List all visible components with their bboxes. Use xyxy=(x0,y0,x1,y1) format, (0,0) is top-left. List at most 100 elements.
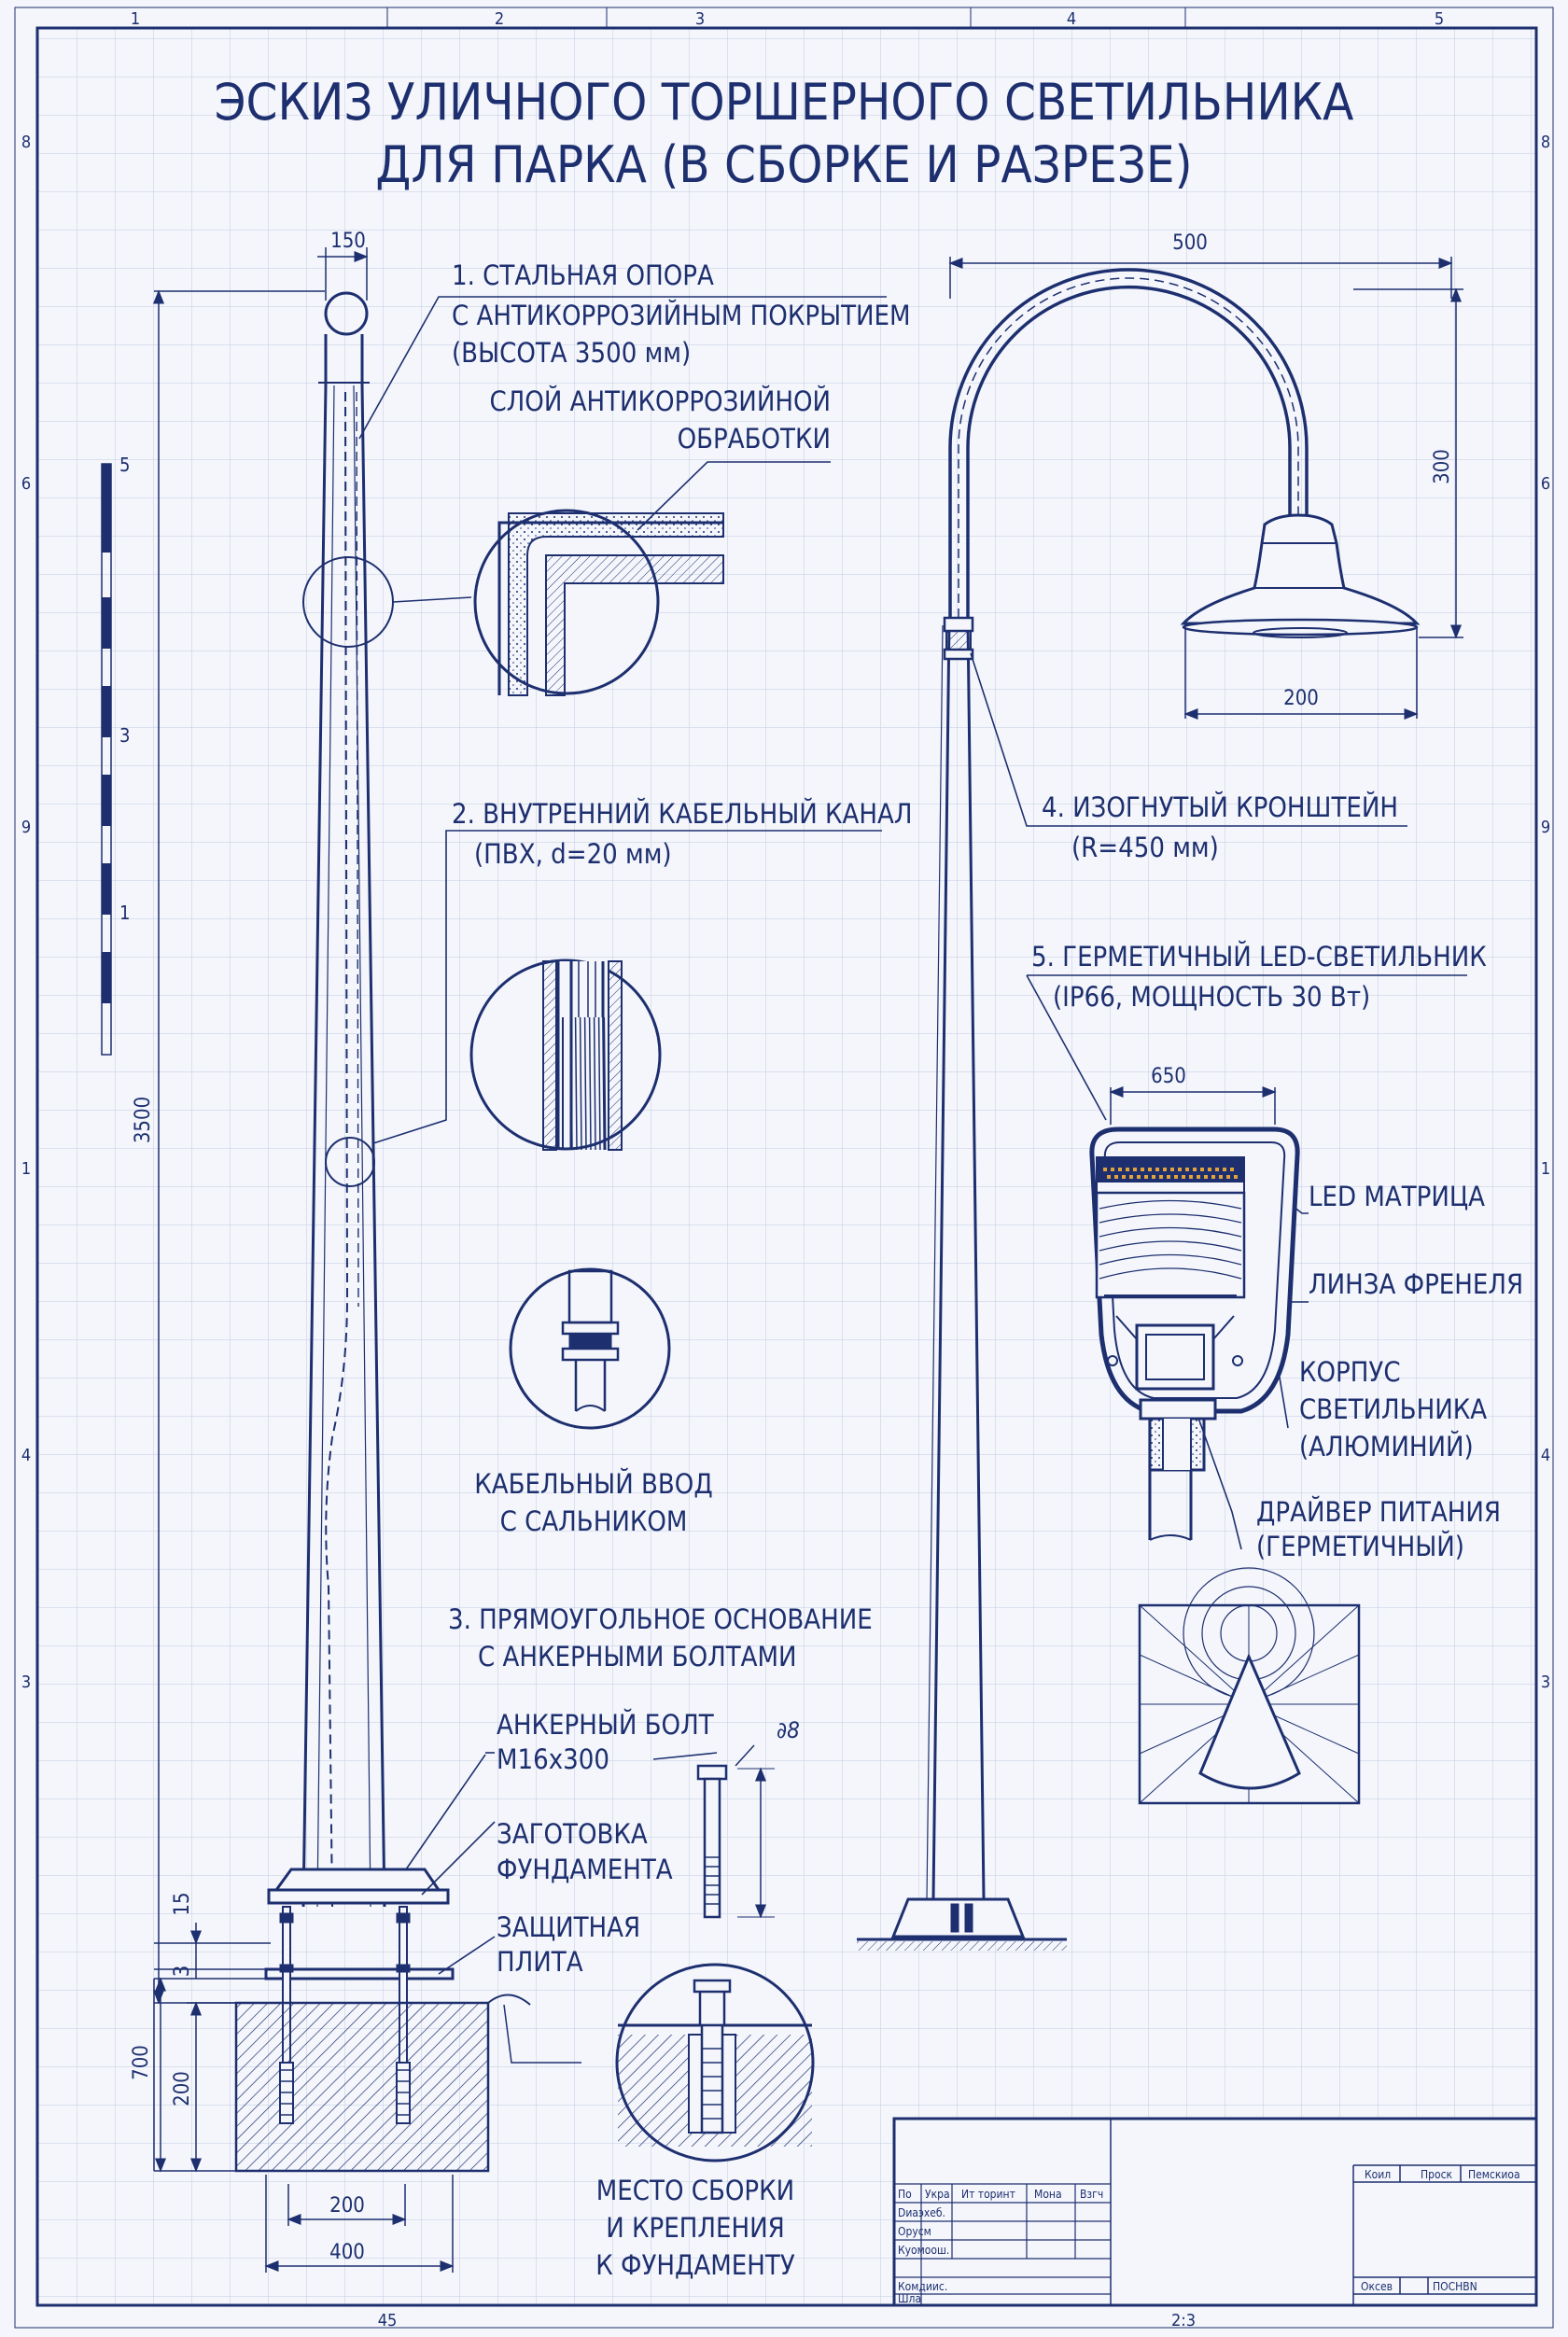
zone-top-5: 5 xyxy=(1435,9,1444,29)
callout-plate-line-2: ПЛИТА xyxy=(497,1946,583,1978)
dim-h700: 700 xyxy=(130,2045,153,2080)
dim-arm-drop: 300 xyxy=(1431,449,1454,484)
zone-right-2: 6 xyxy=(1541,474,1550,494)
callout-driver-line-2: (ГЕРМЕТИЧНЫЙ) xyxy=(1256,1531,1464,1562)
bottom-mark-1: 45 xyxy=(378,2311,398,2330)
callout-pole-line-3: (ВЫСОТА 3500 мм) xyxy=(452,337,691,369)
bracket-arm xyxy=(948,268,1309,618)
zone-left-6: 3 xyxy=(21,1672,31,1692)
title-line-2: ДЛЯ ПАРКА (В СБОРКЕ И РАЗРЕЗЕ) xyxy=(375,135,1192,194)
scale-mark-1: 1 xyxy=(119,902,130,924)
scale-mark-3: 3 xyxy=(119,724,130,747)
callout-body-line-1: КОРПУС xyxy=(1299,1356,1401,1388)
tb-row-4: Куомоош. xyxy=(898,2244,949,2257)
callout-assembly-line-1: МЕСТО СБОРКИ xyxy=(596,2175,794,2206)
tb-header-4: Взгч xyxy=(1080,2188,1103,2201)
zone-top-2: 2 xyxy=(495,9,504,29)
tb-row-3: Орусм xyxy=(898,2225,931,2238)
zone-top-1: 1 xyxy=(131,9,140,29)
callout-anchor-line-2: М16х300 xyxy=(497,1743,609,1775)
tb-right-header-1: Коил xyxy=(1365,2168,1391,2181)
zone-left-4: 1 xyxy=(21,1159,31,1179)
pole-section xyxy=(234,291,581,2173)
zone-left-5: 4 xyxy=(21,1446,31,1465)
tb-header-2: Ит торинт xyxy=(961,2188,1015,2201)
callout-base-line-1: 3. ПРЯМОУГОЛЬНОЕ ОСНОВАНИЕ xyxy=(448,1603,873,1635)
luminaire-section xyxy=(1089,1086,1300,1541)
callout-led: LED МАТРИЦА xyxy=(1309,1181,1485,1212)
dim-height: 3500 xyxy=(132,1097,155,1143)
callout-foundation-line-1: ЗАГОТОВКА xyxy=(497,1818,648,1850)
callout-driver-line-1: ДРАЙВЕР ПИТАНИЯ xyxy=(1256,1496,1501,1528)
dim-top-width: 150 xyxy=(330,230,366,253)
tb-header-3: Мона xyxy=(1034,2188,1062,2201)
zone-right-3: 9 xyxy=(1541,818,1550,837)
bottom-mark-2: 2:3 xyxy=(1171,2311,1196,2330)
tb-row-1: По xyxy=(898,2188,912,2201)
detail-marker-channel xyxy=(325,1137,375,1187)
tb-row-6: Шла xyxy=(898,2292,921,2305)
callout-pole-line-1: 1. СТАЛЬНАЯ ОПОРА xyxy=(452,259,714,291)
dim-h3: 3 xyxy=(171,1966,194,1978)
detail-assembly xyxy=(615,1963,815,2162)
fresnel-lens xyxy=(1095,1191,1246,1299)
callout-luminaire-line-2: (IP66, МОЩНОСТЬ 30 Вт) xyxy=(1053,981,1370,1013)
lamp-shade xyxy=(1180,513,1421,625)
zone-left-3: 9 xyxy=(21,818,31,837)
callout-foundation-line-2: ФУНДАМЕНТА xyxy=(497,1854,673,1885)
title-line-1: ЭСКИЗ УЛИЧНОГО ТОРШЕРНОГО СВЕТИЛЬНИКА xyxy=(215,73,1354,132)
zone-right-5: 4 xyxy=(1541,1446,1550,1465)
zone-left-1: 8 xyxy=(21,133,31,152)
power-driver xyxy=(1135,1323,1215,1391)
tb-right-bottom-2: ПОСНВN xyxy=(1433,2280,1477,2293)
pole-cap xyxy=(324,291,369,336)
zone-left-2: 6 xyxy=(21,474,31,494)
dim-w200: 200 xyxy=(329,2194,365,2218)
dim-arm-reach: 500 xyxy=(1172,231,1208,255)
tb-right-header-2: Проск xyxy=(1421,2168,1453,2181)
leader-lines-left xyxy=(358,296,887,1975)
callout-body-line-3: (АЛЮМИНИЙ) xyxy=(1299,1431,1474,1462)
scale-bar: 5 3 1 xyxy=(101,454,130,1056)
pole-dimensions xyxy=(153,247,455,2273)
callout-bracket-line-2: (R=450 мм) xyxy=(1071,832,1219,863)
zone-top-3: 3 xyxy=(695,9,705,29)
callout-anchor-line-1: АНКЕРНЫЙ БОЛТ xyxy=(497,1709,715,1741)
foundation-block xyxy=(234,2001,490,2173)
callout-assembly-line-2: И КРЕПЛЕНИЯ xyxy=(606,2212,785,2244)
light-distribution-diagram xyxy=(1138,1567,1361,1805)
dim-h15: 15 xyxy=(171,1892,194,1915)
callout-base-line-2: С АНКЕРНЫМИ БОЛТАМИ xyxy=(478,1641,797,1672)
title-block-text: По Dиаэхеб. Орусм Куомоош. Комдиис. Шла … xyxy=(898,2168,1520,2305)
callout-gland-line-1: КАБЕЛЬНЫЙ ВВОД xyxy=(474,1468,712,1500)
dim-lum-width: 650 xyxy=(1151,1065,1186,1088)
zone-right-4: 1 xyxy=(1541,1159,1550,1179)
coating-leader xyxy=(637,461,831,531)
callout-lens: ЛИНЗА ФРЕНЕЛЯ xyxy=(1309,1268,1523,1300)
page-title: ЭСКИЗ УЛИЧНОГО ТОРШЕРНОГО СВЕТИЛЬНИКА ДЛ… xyxy=(215,73,1354,194)
tb-header-1: Укра xyxy=(925,2188,950,2201)
zone-markers: 1 2 3 4 5 8 6 9 1 4 3 8 6 9 1 4 3 45 2:3 xyxy=(21,7,1550,2330)
lamp-dimensions xyxy=(948,257,1463,720)
title-block xyxy=(892,2117,1538,2307)
callout-channel-line-2: (ПВХ, d=20 мм) xyxy=(474,838,672,870)
callout-channel-line-1: 2. ВНУТРЕННИЙ КАБЕЛЬНЫЙ КАНАЛ xyxy=(452,798,912,830)
detail-gland xyxy=(509,1267,671,1430)
callout-plate-line-1: ЗАЩИТНАЯ xyxy=(497,1911,640,1943)
zone-right-6: 3 xyxy=(1541,1672,1550,1692)
tb-right-bottom-1: Оксев xyxy=(1361,2280,1393,2293)
dim-h200: 200 xyxy=(171,2071,194,2106)
callout-bracket-line-1: 4. ИЗОГНУТЫЙ КРОНШТЕЙН xyxy=(1042,791,1398,823)
detail-coating xyxy=(473,509,724,696)
anchor-bolt-detail xyxy=(696,1744,775,1919)
dim-shade-d: 200 xyxy=(1283,687,1319,710)
scale-mark-5: 5 xyxy=(119,454,130,476)
tb-row-5: Комдиис. xyxy=(898,2280,947,2293)
callout-coating-line-2: ОБРАБОТКИ xyxy=(678,423,831,455)
callout-assembly-line-3: К ФУНДАМЕНТУ xyxy=(595,2249,795,2281)
callout-luminaire-line-1: 5. ГЕРМЕТИЧНЫЙ LED-СВЕТИЛЬНИК xyxy=(1031,941,1487,973)
callout-coating-line-1: СЛОЙ АНТИКОРРОЗИЙНОЙ xyxy=(489,385,831,417)
callout-body-line-2: СВЕТИЛЬНИКА xyxy=(1299,1393,1487,1425)
lamp-elevation xyxy=(857,268,1421,1951)
